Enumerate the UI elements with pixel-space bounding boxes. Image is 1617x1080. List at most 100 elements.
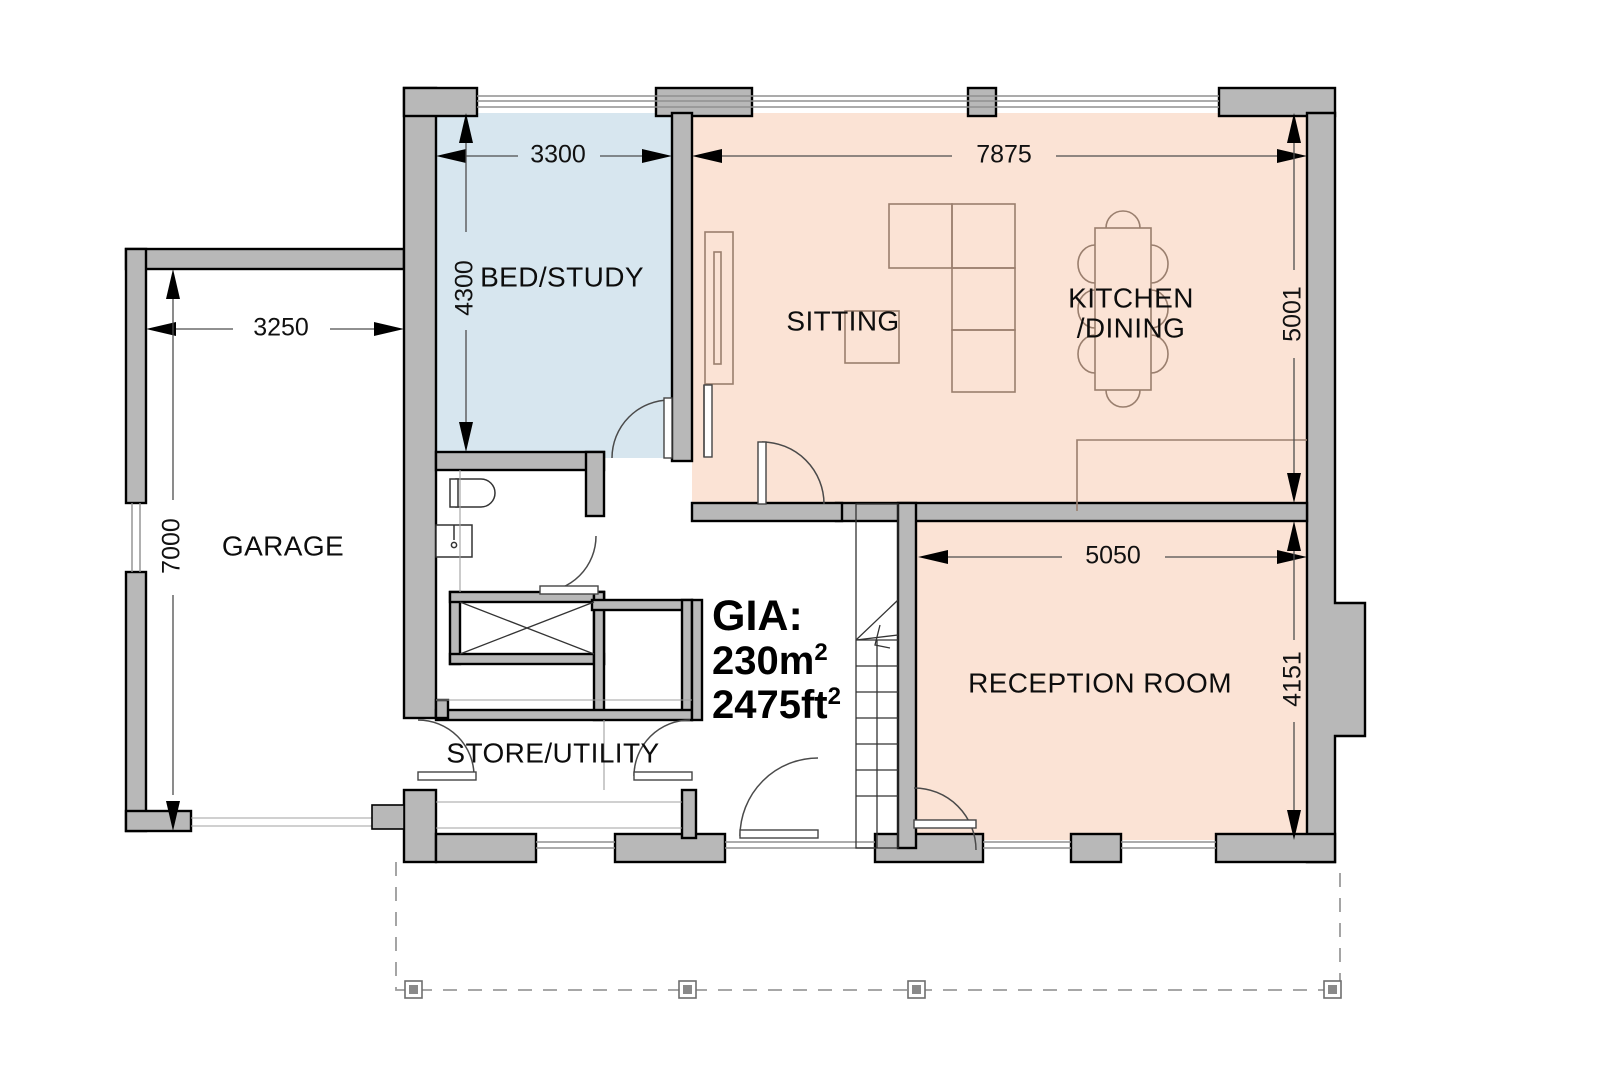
dimension-label-kitchen-depth: 5001 [1279,286,1307,342]
dimension-bed-study-depth: 4300 [451,113,479,452]
wall-block-top-mullion [966,86,998,118]
wall-wc-top [434,450,606,472]
room-fill-kitchen-sitting [692,113,1307,511]
wall-store-right-vertical [680,598,694,722]
wall-stub-garage-link [371,804,405,830]
staircase-icon [855,503,899,849]
room-label-bed-study: BED/STUDY [480,261,644,292]
room-label-kitchen-dining-line1: KITCHEN [1068,282,1194,313]
dimension-reception-depth: 4151 [1279,521,1307,840]
wall-block-top-right [1217,86,1337,118]
dimension-label-reception-depth: 4151 [1279,651,1307,707]
room-label-garage: GARAGE [222,530,344,561]
dimension-annotations: 3250 7000 3300 4300 [146,113,1307,840]
gia-imperial: 2475ft2 [712,683,841,727]
kitchen-counter-icon [1076,439,1307,511]
sofa-seat-lower-2 [951,329,1016,393]
door-swing-store-right [633,719,691,777]
room-label-reception: RECEPTION ROOM [968,667,1232,698]
dimension-label-garage-width: 3250 [253,314,309,342]
dining-chair-top [1105,210,1141,229]
dining-chair-bottom [1105,389,1141,408]
dining-chair-right-1 [1150,244,1169,284]
gia-metric: 230m2 [712,639,828,683]
cupboard-cross-2 [459,601,595,655]
door-leaf-store-right [633,771,693,781]
door-leaf-store-left [417,771,477,781]
gia-label: GIA: [712,592,803,640]
garage-wall-top [124,247,406,271]
room-label-kitchen-dining-line2: /DINING [1077,312,1186,343]
boundary-marker [678,980,697,999]
house-wall-right [1305,111,1367,864]
gia-imperial-value: 2475ft [712,683,828,727]
door-leaf-garden [703,384,713,458]
gia-imperial-sup: 2 [828,683,841,710]
door-leaf-sitting [757,441,767,505]
house-walls [371,86,1367,864]
dimension-kitchen-depth: 5001 [1279,113,1307,503]
wall-store-divider [592,590,606,722]
door-swing-store-left [417,719,475,777]
wall-block-top-left [402,86,479,118]
wall-store-bottom [434,708,694,722]
door-leaf-bed-study [663,397,673,459]
dining-chair-left-3 [1077,334,1096,374]
gia-block: GIA: 230m2 2475ft2 [712,592,841,727]
internal-walls [434,450,1309,850]
dimension-garage-width: 3250 [146,314,404,342]
doors [417,384,977,851]
dimension-label-bed-study-depth: 4300 [451,260,479,316]
dimension-garage-depth: 7000 [158,269,186,831]
door-leaf-wc [539,585,599,595]
wall-hall-right [690,598,704,722]
tall-unit-icon [704,231,734,385]
boundary-marker [404,980,423,999]
room-label-sitting: SITTING [786,305,899,336]
wall-block-bottom-4 [1069,832,1123,864]
room-labels: GARAGE BED/STUDY SITTING KITCHEN /DINING… [222,261,1232,768]
wall-block-bottom-1 [434,832,538,864]
wall-block-bottom-2 [613,832,727,864]
boundary-marker [907,980,926,999]
wall-reception-left [896,501,918,850]
room-label-store-utility: STORE/UTILITY [446,737,659,768]
dimension-label-reception-width: 5050 [1085,542,1141,570]
door-swing-sitting [761,441,825,505]
wall-hall-lower [680,788,698,840]
door-swing-wc [539,535,597,593]
door-swing-reception [913,787,977,851]
wall-hall-left [434,698,450,720]
door-swing-bed-study [611,399,671,459]
door-leaf-entrance [739,829,819,839]
room-fills [436,113,1330,840]
toilet-cistern-icon [449,478,459,508]
room-fill-bed-study [436,113,683,458]
dimension-label-garage-depth: 7000 [158,518,186,574]
wall-internal-bed-sitting [670,111,694,463]
wall-block-bottom-5 [1214,832,1337,864]
tall-unit-inner-icon [713,251,722,365]
dining-chair-left-1 [1077,244,1096,284]
dining-chair-right-2 [1150,289,1169,329]
door-leaf-reception [913,819,977,829]
boundary-marker [1323,980,1342,999]
gia-metric-value: 230m [712,639,814,683]
garage-wall-left-lower [124,570,148,833]
armchair-icon [844,310,900,364]
site-boundary-outline [395,862,1341,991]
wall-cupboard-bottom [448,652,606,666]
dimension-label-kitchen-width: 7875 [976,141,1032,169]
garage-wall-left-upper [124,247,148,505]
dining-chair-left-2 [1077,289,1096,329]
basin-drain-icon [450,541,458,549]
fixtures-and-furniture [435,203,1307,849]
dining-table-icon [1094,227,1152,391]
garage-wall-bottom [124,809,193,833]
dimension-kitchen-width: 7875 [692,141,1307,169]
wall-block-bottom-left-corner [402,788,438,864]
door-swing-entrance [739,757,819,837]
site-boundary [395,862,1342,999]
